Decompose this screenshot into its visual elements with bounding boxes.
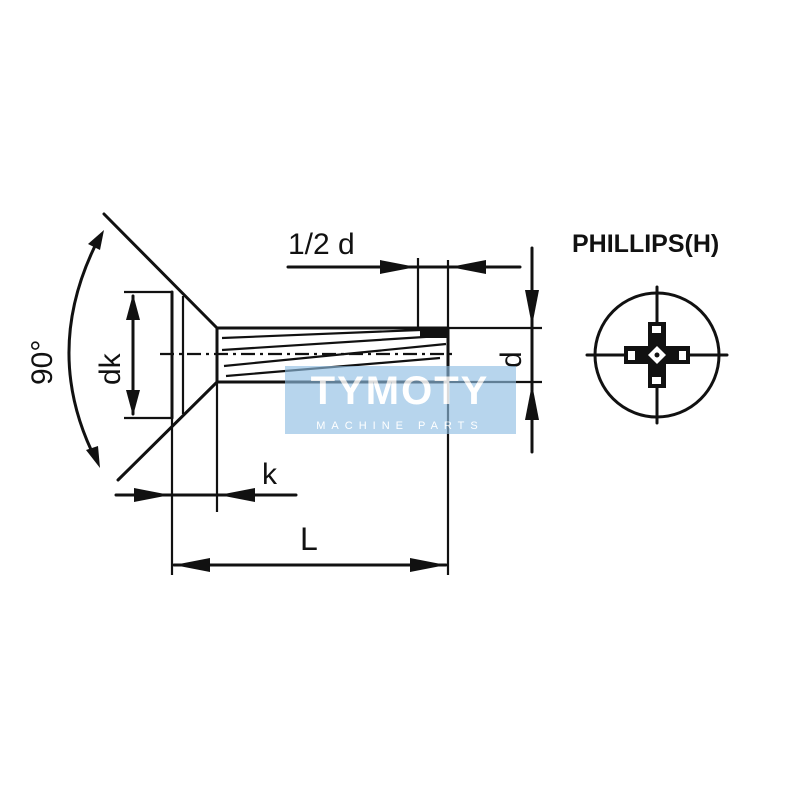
angle-label: 90° xyxy=(26,340,59,385)
diameter-label: d xyxy=(495,351,528,368)
screw-head xyxy=(102,212,219,482)
half-d-dimension: 1/2 d xyxy=(286,228,522,328)
head-diameter-dimension: dk xyxy=(94,290,172,420)
watermark: TYMOTY MACHINE PARTS xyxy=(285,366,516,434)
head-diameter-label: dk xyxy=(94,352,127,385)
watermark-tagline: MACHINE PARTS xyxy=(316,420,483,432)
phillips-drive-view: PHILLIPS(H) xyxy=(572,230,729,425)
length-label: L xyxy=(300,521,318,557)
head-height-dimension: k xyxy=(114,382,298,575)
angle-dimension: 90° xyxy=(26,230,104,468)
half-d-label: 1/2 d xyxy=(288,228,355,261)
watermark-brand: TYMOTY xyxy=(311,369,490,413)
head-height-label: k xyxy=(262,458,278,491)
drive-type-label: PHILLIPS(H) xyxy=(572,230,719,258)
